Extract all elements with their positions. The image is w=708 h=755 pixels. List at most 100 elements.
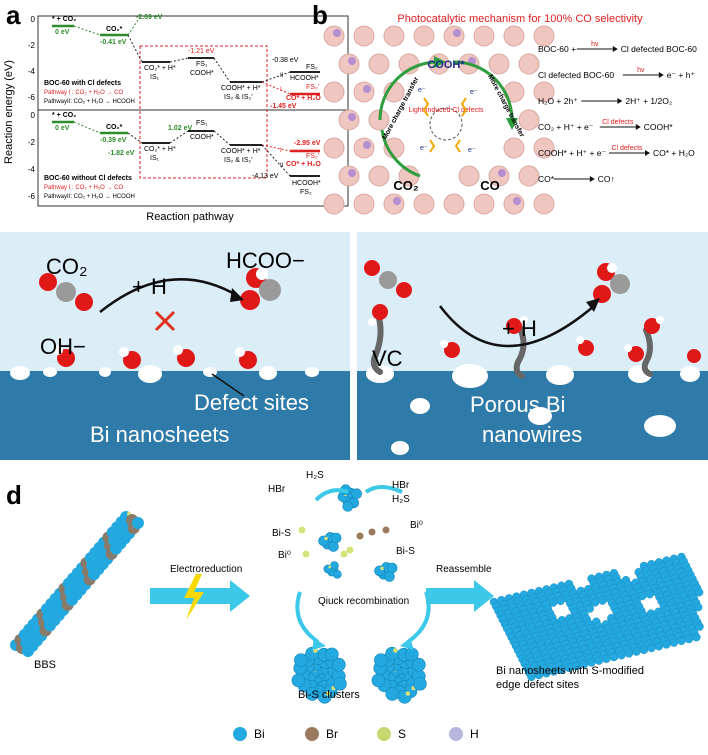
electron: e⁻	[420, 145, 428, 152]
connector	[127, 34, 143, 63]
label: -1.82 eV	[108, 150, 135, 157]
label: 1.02 eV	[168, 125, 192, 132]
lattice-dot	[498, 169, 506, 177]
sheet-atom	[632, 647, 641, 656]
lattice-sphere	[503, 137, 525, 159]
co2-molecule	[39, 273, 93, 311]
hydrogen-atom	[624, 344, 632, 352]
hydrogen-atom	[520, 316, 528, 324]
lattice-sphere	[323, 137, 345, 159]
sheet-atom	[638, 591, 647, 601]
label: CO₂*	[106, 124, 123, 131]
connector	[213, 130, 231, 146]
connector	[169, 130, 189, 144]
h2s-label: H₂S	[306, 470, 324, 481]
oxygen-atom	[644, 318, 660, 334]
sheet-atom	[585, 604, 594, 613]
label: -0.41 eV	[100, 39, 127, 46]
oxygen-atom	[39, 273, 57, 291]
equation-left: Cl defected BOC-60	[538, 70, 614, 80]
arrowhead	[312, 638, 326, 650]
pit	[138, 365, 162, 383]
lattice-sphere	[458, 165, 480, 187]
connector	[261, 71, 291, 83]
arrowhead	[230, 288, 244, 302]
nanosheet	[489, 552, 704, 682]
arrowhead	[506, 118, 518, 130]
panel-a-y-axis-label: Reaction energy (eV)	[3, 60, 15, 164]
label: CO₂* + H*	[144, 146, 176, 153]
y-tick: -2	[28, 41, 36, 50]
rod-atom	[132, 517, 144, 529]
label: BOC-60 without Cl defects	[44, 175, 132, 182]
electron-labels: e⁻ e⁻ e⁻ e⁻	[418, 87, 478, 154]
label: IS₁	[150, 155, 160, 162]
panel-b-mechanism: Photocatalytic mechanism for 100% CO sel…	[323, 13, 697, 215]
y-tick: -6	[28, 192, 36, 201]
lattice-dot	[348, 113, 356, 121]
label: -1.45 eV	[270, 103, 297, 110]
sheet-atom	[590, 598, 600, 607]
lattice-sphere	[518, 109, 540, 131]
hydrogen-atom	[173, 345, 183, 355]
hydrogen-atom	[235, 347, 245, 357]
cooh-label: COOH*	[427, 59, 465, 71]
bi0-label: Bi⁰	[410, 520, 423, 531]
sheet-atom	[617, 650, 626, 660]
vc-chain	[513, 325, 527, 379]
connector	[73, 25, 101, 36]
arrowhead	[617, 98, 623, 104]
loop-arrow-right	[453, 60, 514, 121]
vc-chain	[370, 311, 384, 375]
sheet-atom	[609, 652, 619, 662]
label: FS₂'	[306, 153, 319, 160]
connector	[127, 19, 139, 36]
panel-b-title: Photocatalytic mechanism for 100% CO sel…	[397, 13, 643, 25]
carbon-atom	[259, 279, 281, 301]
oxygen-atom	[444, 342, 460, 358]
label: -4.13 eV	[252, 173, 279, 180]
hydrogen-atom	[656, 316, 664, 324]
lattice-sphere	[413, 25, 435, 47]
bi-atom	[371, 673, 386, 688]
hydrogen-atom	[256, 268, 268, 280]
defect-pointer	[211, 373, 245, 397]
label: -2.95 eV	[294, 140, 321, 147]
light-rays	[422, 97, 468, 153]
sheet-atom	[602, 654, 611, 664]
oxygen-atom	[240, 290, 260, 310]
panel-a-x-axis-label: Reaction pathway	[146, 211, 234, 223]
legend-swatch	[305, 727, 319, 741]
bi-atom	[333, 676, 347, 691]
bi-atom	[294, 653, 308, 667]
free-atom	[356, 532, 364, 540]
connector	[169, 57, 189, 63]
legend-swatch	[233, 727, 247, 741]
oxygen-atom	[687, 349, 701, 363]
co2-label: CO₂	[393, 178, 419, 193]
label: BOC-60 with Cl defects	[44, 80, 121, 87]
label: FS₁	[196, 61, 208, 68]
lattice-sphere	[353, 81, 375, 103]
s-atom	[325, 691, 331, 696]
ray	[454, 139, 461, 153]
label: IS₁	[150, 74, 160, 81]
lattice-dot	[348, 169, 356, 177]
panel-a-y-ticks: 0 -2 -4 -6 0 -2 -4 -6	[28, 15, 36, 201]
panel-a-bottom-levels	[52, 120, 320, 177]
legend-label: Br	[326, 727, 338, 741]
label: FS₁	[196, 120, 208, 127]
arrowhead	[658, 72, 664, 78]
bi0-label: Bi⁰	[278, 550, 291, 561]
pit	[305, 367, 319, 377]
right-molecules	[364, 260, 701, 379]
lattice-dot	[363, 85, 371, 93]
lattice-sphere	[323, 81, 345, 103]
equation-condition: Cl defects	[611, 145, 643, 152]
lattice-sphere	[473, 193, 495, 215]
panel-a-highlight-box	[139, 45, 268, 179]
lightning-icon	[184, 574, 204, 620]
vc-chains	[370, 311, 653, 379]
bi-atom	[412, 657, 426, 672]
